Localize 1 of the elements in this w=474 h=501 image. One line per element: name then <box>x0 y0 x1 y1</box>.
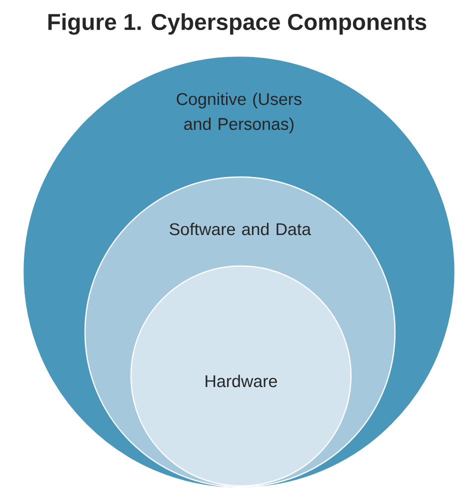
title: Figure 1. Cyberspace Components <box>48 13 426 35</box>
